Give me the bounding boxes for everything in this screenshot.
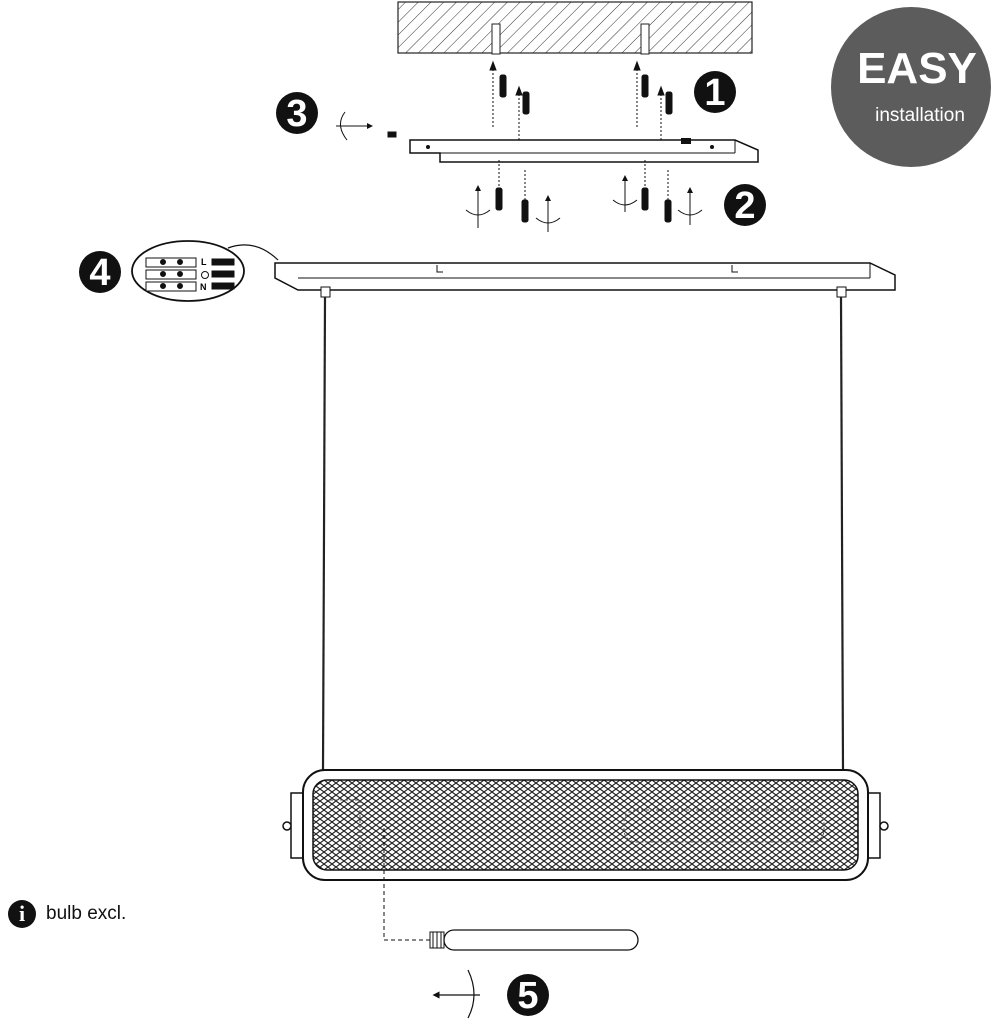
wall-plugs bbox=[489, 60, 673, 140]
suspension-cables bbox=[321, 296, 845, 771]
side-screw bbox=[336, 111, 397, 141]
rotate-arrow-icon bbox=[432, 969, 480, 1019]
terminal-block bbox=[145, 257, 235, 292]
easy-installation-badge: EASY installation bbox=[831, 7, 991, 167]
badge-subtitle: installation bbox=[875, 105, 965, 126]
bulb-note: i bulb excl. bbox=[8, 900, 126, 928]
step-2-number: 2 bbox=[734, 185, 755, 227]
note-text: bulb excl. bbox=[46, 903, 127, 924]
step-2-badge: 2 bbox=[724, 184, 766, 227]
step-1-number: 1 bbox=[704, 72, 725, 114]
step-4-badge: 4 bbox=[79, 251, 121, 294]
canopy bbox=[274, 262, 896, 298]
wire-label-neutral: N bbox=[200, 282, 207, 292]
bulb bbox=[383, 828, 639, 951]
lamp-body bbox=[282, 769, 889, 881]
wire-label-live: L bbox=[201, 257, 207, 267]
screws bbox=[465, 160, 703, 232]
wiring-callout: L N bbox=[131, 240, 279, 302]
step-3-badge: 3 bbox=[276, 92, 318, 135]
badge-title: EASY bbox=[857, 44, 977, 93]
mounting-bracket bbox=[409, 138, 759, 163]
step-4-number: 4 bbox=[89, 252, 110, 294]
ceiling bbox=[397, 1, 753, 55]
step-3-number: 3 bbox=[286, 93, 307, 135]
info-icon: i bbox=[8, 900, 36, 928]
earth-icon bbox=[201, 271, 209, 279]
step-1-badge: 1 bbox=[694, 71, 736, 114]
step-5-number: 5 bbox=[517, 975, 538, 1017]
step-5-badge: 5 bbox=[507, 974, 549, 1017]
